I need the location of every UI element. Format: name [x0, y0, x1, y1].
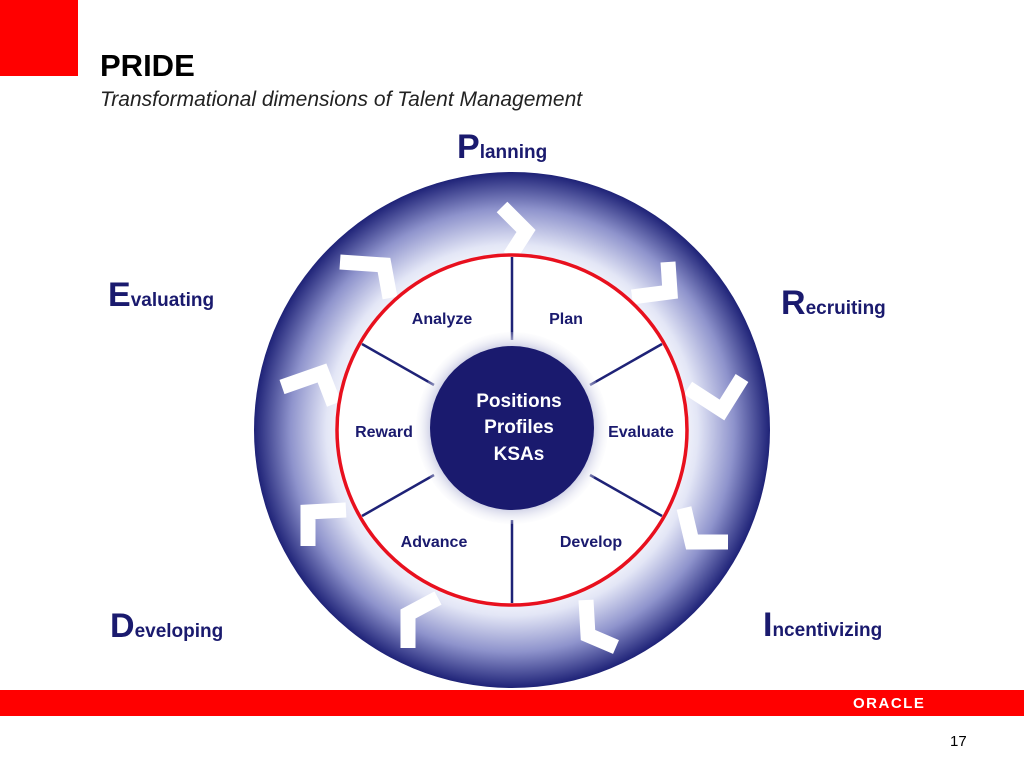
- divider-line: [589, 342, 663, 387]
- dimension-recruiting: Recruiting: [781, 284, 886, 323]
- segment-labels: Analyze Plan Evaluate Develop Advance Re…: [355, 311, 674, 551]
- segment-label-reward: Reward: [355, 424, 413, 441]
- oracle-logo: ORACLE: [853, 695, 926, 712]
- center-label-positions: Positions: [476, 391, 562, 412]
- dimension-rest: lanning: [479, 142, 548, 163]
- chevron-arrow-icon: [300, 502, 347, 546]
- divider-line: [361, 473, 435, 518]
- divider-line: [589, 473, 663, 518]
- segment-dividers: [361, 257, 663, 603]
- footer-bar: [0, 690, 1024, 716]
- center-label-ksas: KSAs: [494, 444, 545, 465]
- dimension-incentivizing: Incentivizing: [763, 606, 882, 645]
- chevron-arrow-icon: [676, 506, 728, 550]
- segment-label-develop: Develop: [560, 534, 622, 551]
- dimension-initial: P: [457, 128, 480, 166]
- dimension-developing: Developing: [110, 607, 223, 646]
- cycle-arrows: [279, 201, 749, 654]
- segment-label-plan: Plan: [549, 311, 583, 328]
- dimension-planning: Planning: [457, 128, 547, 167]
- dimension-initial: E: [108, 276, 131, 314]
- chevron-arrow-icon: [279, 363, 341, 407]
- page-number: 17: [950, 733, 967, 750]
- dimension-rest: valuating: [130, 290, 215, 311]
- dimension-initial: R: [781, 284, 806, 322]
- slide-subtitle: Transformational dimensions of Talent Ma…: [100, 88, 583, 111]
- center-hub: [430, 346, 594, 510]
- divider-line: [361, 342, 435, 387]
- segment-label-advance: Advance: [401, 534, 468, 551]
- chevron-arrow-icon: [683, 374, 749, 421]
- dimension-initial: D: [110, 607, 135, 645]
- chevron-arrow-icon: [631, 261, 678, 305]
- slide-title: PRIDE: [100, 48, 195, 83]
- brand-red-block: [0, 0, 78, 76]
- center-label-profiles: Profiles: [484, 417, 554, 438]
- segment-label-evaluate: Evaluate: [608, 424, 674, 441]
- chevron-arrow-icon: [400, 591, 442, 648]
- dimension-initial: I: [763, 606, 773, 644]
- dimension-rest: eveloping: [134, 621, 224, 642]
- dimension-rest: ecruiting: [805, 298, 886, 319]
- dimension-evaluating: Evaluating: [108, 276, 214, 315]
- center-labels: Positions Profiles KSAs: [476, 391, 562, 465]
- chevron-arrow-icon: [339, 254, 398, 300]
- dimension-rest: ncentivizing: [772, 620, 883, 641]
- chevron-arrow-icon: [578, 599, 619, 654]
- chevron-arrow-icon: [496, 201, 536, 261]
- segment-label-analyze: Analyze: [412, 311, 473, 328]
